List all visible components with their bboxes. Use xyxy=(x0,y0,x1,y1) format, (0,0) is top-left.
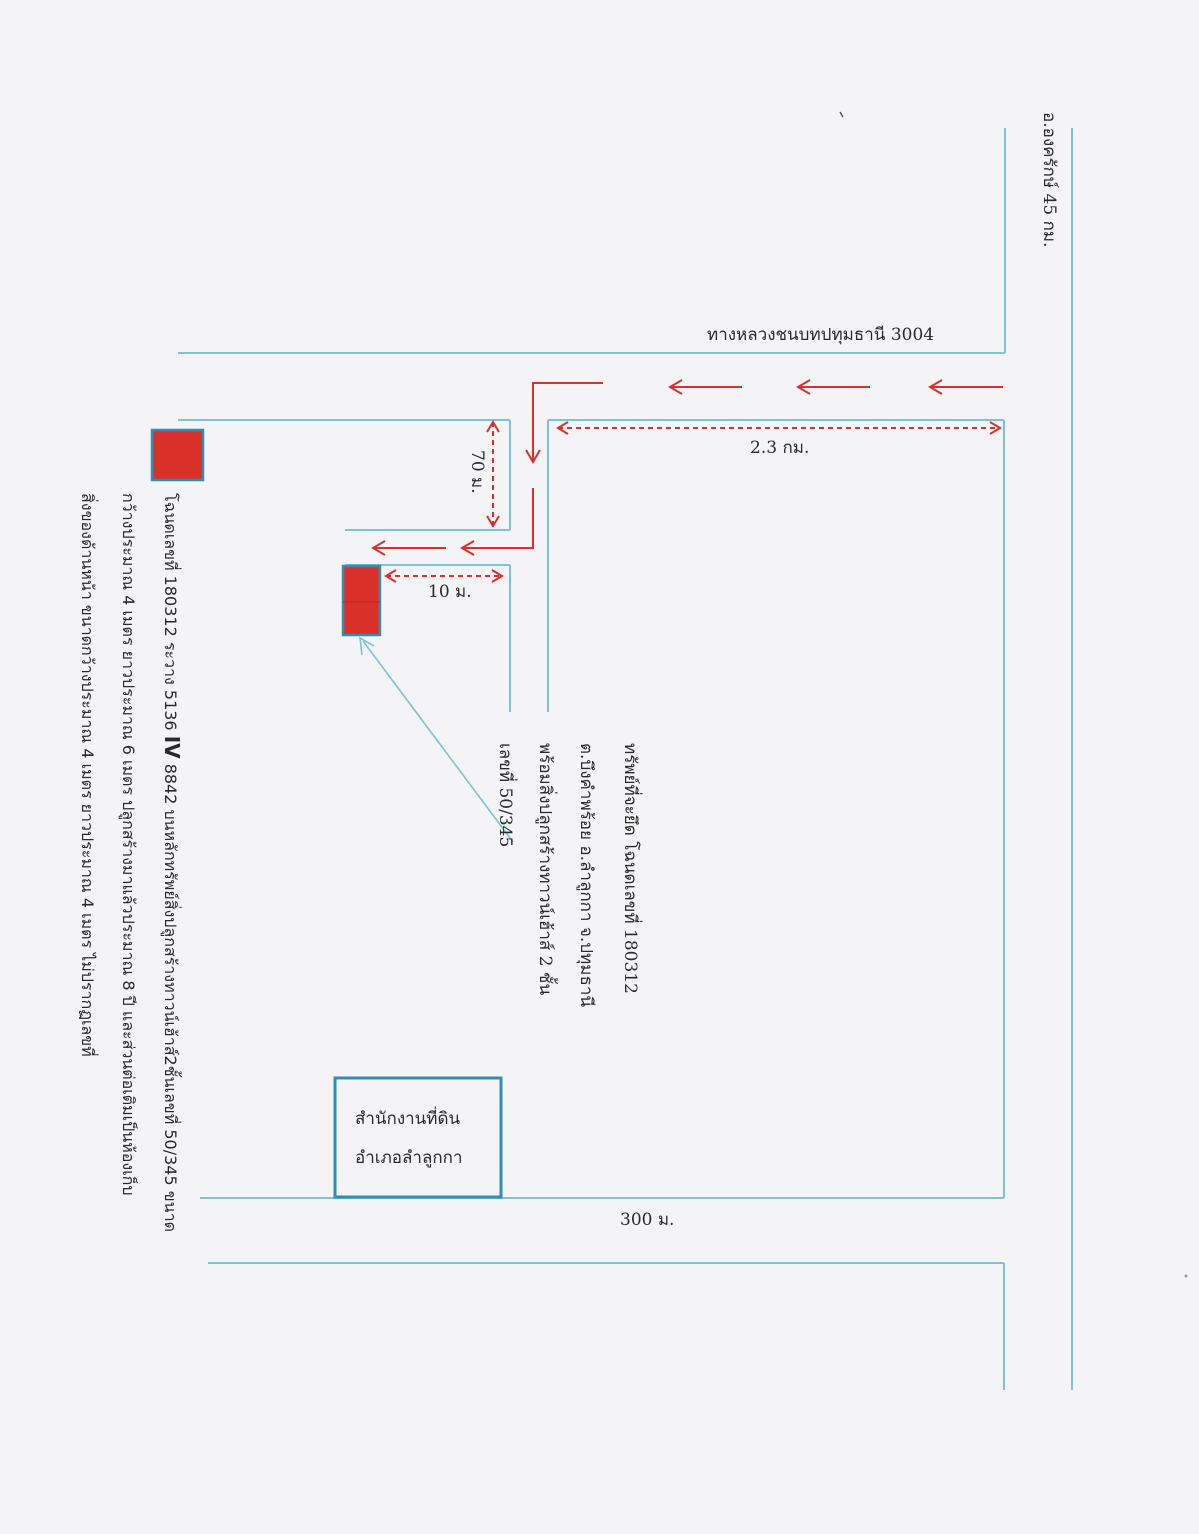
dimension-2-3km xyxy=(556,421,1002,435)
arrow-left-2 xyxy=(796,379,870,395)
label-to-ongkharak: อ.องครักษ์ 45 กม. xyxy=(1039,112,1059,247)
land-office-box xyxy=(333,1076,503,1199)
dimension-70m xyxy=(486,420,500,528)
property-note-line4: เลขที่ 50/345 xyxy=(495,743,518,847)
legend-line2: กว้างประมาณ 4 เมตร ยาวประมาณ 6 เมตร ปลูก… xyxy=(118,493,139,1196)
property-note-line1: ทรัพย์ที่จะยึด โฉนดเลขที่ 180312 xyxy=(620,743,643,994)
land-office-line1: สำนักงานที่ดิน xyxy=(355,1106,461,1129)
scan-speck xyxy=(1184,1274,1188,1278)
legend-line3: สิ่งของด้านหน้า ขนาดกว้างประมาณ 4 เมตร ย… xyxy=(78,493,99,1057)
legend-line1: โฉนดเลขที่ 180312 ระวาง 5136 IV 8842 บนห… xyxy=(160,493,184,1232)
arrow-left-3 xyxy=(668,379,742,395)
label-10m: 10 ม. xyxy=(428,582,472,602)
arrow-turn-down xyxy=(525,382,603,464)
legend-marker xyxy=(150,428,205,482)
dimension-10m xyxy=(384,569,504,583)
label-highway-3004: ทางหลวงชนบทปทุมธานี 3004 xyxy=(707,325,934,345)
legend-text: โฉนดเลขที่ 180312 ระวาง 5136 IV 8842 บนห… xyxy=(78,493,184,1232)
property-marker xyxy=(341,564,382,637)
property-note: ทรัพย์ที่จะยึด โฉนดเลขที่ 180312 ต.บึงคำ… xyxy=(495,743,643,1007)
route-arrows xyxy=(371,379,1003,556)
label-2-3km: 2.3 กม. xyxy=(750,438,809,458)
arrow-turn-left xyxy=(460,488,534,556)
arrow-left-1 xyxy=(928,379,1003,395)
label-300m: 300 ม. xyxy=(620,1210,674,1230)
property-pointer xyxy=(359,636,514,843)
land-office-line2: อำเภอลำลูกกา xyxy=(355,1148,463,1168)
label-70m: 70 ม. xyxy=(467,450,487,494)
scan-tick xyxy=(839,111,844,118)
property-note-line3: พร้อมสิ่งปลูกสร้างทาวน์เฮ้าส์ 2 ชั้น xyxy=(535,743,558,995)
property-note-line2: ต.บึงคำพร้อย อ.ลำลูกกา จ.ปทุมธานี xyxy=(576,743,596,1007)
arrow-left-final xyxy=(371,540,446,556)
